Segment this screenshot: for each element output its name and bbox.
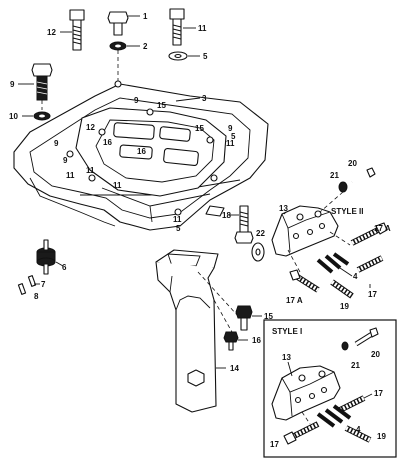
- callout-11-top: 11: [198, 24, 207, 33]
- callout-8: 8: [34, 292, 39, 301]
- pin-7: [27, 275, 37, 287]
- screw-16: [223, 331, 239, 351]
- callout-17-style-ii: 17: [368, 290, 377, 299]
- style-ii-label: STYLE II: [331, 207, 363, 216]
- bolt-18: [234, 205, 254, 244]
- callout-20-style-i: 20: [371, 350, 380, 359]
- screws-4-style-i: [316, 404, 352, 428]
- callout-16-housing: 16: [252, 336, 261, 345]
- washer-2: [109, 41, 127, 51]
- callout-1: 1: [143, 12, 148, 21]
- callout-5-top: 5: [203, 52, 208, 61]
- drive-shaft-housing-14: [155, 249, 219, 413]
- callout-11-plate-a: 11: [86, 166, 95, 175]
- callout-9-plate-left: 9: [54, 139, 59, 148]
- callout-12-plate: 12: [86, 123, 95, 132]
- bolt-9: [31, 63, 53, 101]
- callout-9-plate-lower: 9: [63, 156, 68, 165]
- bolt-17-style-i-right: [338, 395, 366, 413]
- washer-21-style-i: [341, 341, 349, 351]
- shock-mount-6: [36, 239, 56, 275]
- callout-5-plate-bottom: 5: [176, 224, 181, 233]
- callout-22: 22: [256, 229, 265, 238]
- callout-16-plate-a: 16: [103, 138, 112, 147]
- bolt-19-style-i: [344, 425, 372, 443]
- style-i-label: STYLE I: [272, 327, 302, 336]
- washer-21-style-ii: [338, 181, 348, 193]
- callout-18: 18: [222, 211, 231, 220]
- bolt-17-style-i-lower: [283, 421, 320, 445]
- callout-2: 2: [143, 42, 148, 51]
- callout-11-plate-bottom: 11: [173, 215, 182, 224]
- callout-19-style-ii: 19: [340, 302, 349, 311]
- callout-4-style-ii: 4: [353, 272, 358, 281]
- callout-19-style-i: 19: [377, 432, 386, 441]
- callout-15-housing: 15: [264, 312, 273, 321]
- bolt-15: [235, 305, 253, 331]
- screw-8: [17, 283, 27, 295]
- callout-5-plate: 5: [231, 132, 236, 141]
- bolt-17a-lower: [289, 269, 320, 293]
- callout-17a-style-ii: 17 A: [374, 224, 391, 233]
- callout-17a-style-ii-lower: 17 A: [286, 296, 303, 305]
- bolt-1: [107, 11, 129, 36]
- washer-5: [168, 51, 188, 61]
- callout-10: 10: [9, 112, 18, 121]
- callout-9-plate-right: 9: [228, 124, 233, 133]
- callout-6: 6: [62, 263, 67, 272]
- callout-11-plate-c: 11: [66, 171, 75, 180]
- callout-9-plate-top: 9: [134, 96, 139, 105]
- callout-14: 14: [230, 364, 239, 373]
- screw-20-style-i: [354, 327, 379, 347]
- callout-7: 7: [41, 280, 46, 289]
- callout-20-style-ii: 20: [348, 159, 357, 168]
- callout-11-plate-right: 11: [226, 139, 235, 148]
- callout-13-style-i: 13: [282, 353, 291, 362]
- callout-13-style-ii: 13: [279, 204, 288, 213]
- callout-17-style-i-lower: 17: [270, 440, 279, 449]
- bolt-17-right: [356, 255, 384, 273]
- washer-22: [251, 242, 265, 262]
- callout-21-style-ii: 21: [330, 171, 339, 180]
- washer-10: [33, 111, 51, 121]
- bracket-13-style-i: [271, 365, 341, 421]
- callout-17-style-i: 17: [374, 389, 383, 398]
- bolt-17a-upper: [350, 222, 388, 246]
- callout-3: 3: [202, 94, 207, 103]
- callout-15-plate-right: 15: [195, 124, 204, 133]
- bolt-19-style-ii: [330, 279, 354, 299]
- callout-12-top: 12: [47, 28, 56, 37]
- callout-15-plate-top: 15: [157, 101, 166, 110]
- screws-4-style-ii: [316, 252, 350, 274]
- screw-20-style-ii: [351, 167, 376, 184]
- callout-9-left: 9: [10, 80, 15, 89]
- bolt-11: [169, 8, 185, 46]
- bolt-12: [69, 9, 85, 51]
- callout-11-plate-b: 11: [113, 181, 122, 190]
- mount-plate-3: [13, 80, 269, 231]
- callout-21-style-i: 21: [351, 361, 360, 370]
- callout-16-plate-b: 16: [137, 147, 146, 156]
- bracket-13-style-ii: [271, 205, 339, 257]
- callout-4-style-i: 4: [356, 425, 361, 434]
